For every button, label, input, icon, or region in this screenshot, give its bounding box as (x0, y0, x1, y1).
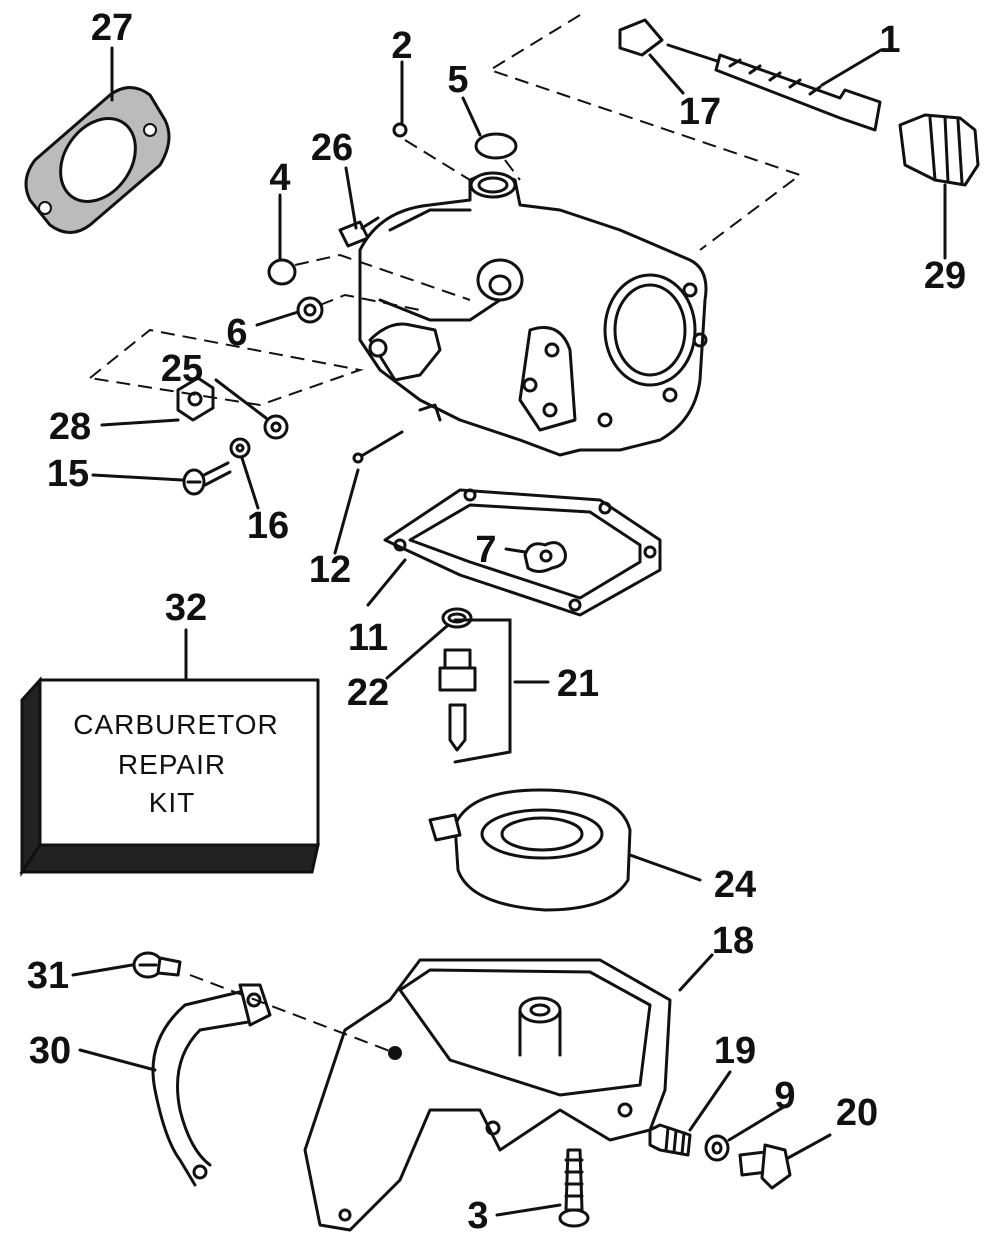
part-3-screw (558, 1148, 590, 1228)
callout-26: 26 (311, 127, 353, 169)
part-21-needle-seat (438, 618, 512, 764)
part-24-float (428, 788, 632, 912)
part-22-gasket (441, 607, 473, 629)
callout-18: 18 (712, 920, 754, 962)
part-30-clamp (151, 983, 272, 1187)
part-17-packing-nut (618, 18, 664, 57)
carburetor-body (358, 171, 708, 457)
callout-16: 16 (247, 505, 289, 547)
part-19-jet (648, 1123, 692, 1157)
callout-labels: 27 2 5 1 17 26 4 29 6 25 28 15 16 12 7 1… (27, 7, 966, 1237)
callout-27: 27 (91, 7, 133, 49)
part-7-screen (523, 541, 567, 573)
callout-9: 9 (774, 1075, 795, 1117)
callout-31: 31 (27, 955, 69, 997)
callout-11: 11 (348, 617, 388, 659)
part-2-ball (392, 122, 408, 138)
callout-6: 6 (226, 312, 247, 354)
part-16-washer (229, 437, 251, 459)
part-20-plug (738, 1143, 792, 1190)
part-29-knob (898, 113, 980, 187)
repair-kit-line1: CARBURETOR (73, 709, 279, 740)
part-32-repair-kit (19, 676, 320, 877)
part-1-needle-valve (666, 43, 882, 132)
part-12-pin (352, 430, 404, 464)
callout-7: 7 (475, 529, 496, 571)
callout-1: 1 (879, 19, 900, 61)
part-31-screw (132, 951, 182, 979)
callout-21: 21 (557, 663, 599, 705)
part-5-plug (474, 132, 518, 160)
callout-32: 32 (165, 587, 207, 629)
assembly-lines (87, 14, 803, 1054)
leader-lines (71, 46, 947, 1217)
callout-3: 3 (467, 1195, 488, 1237)
callout-17: 17 (679, 91, 721, 133)
part-18-float-bowl (303, 958, 672, 1232)
repair-kit-line2: REPAIR (118, 749, 226, 780)
callout-15: 15 (47, 453, 89, 495)
part-25-washer (263, 414, 289, 440)
callout-28: 28 (49, 406, 91, 448)
callout-20: 20 (836, 1092, 878, 1134)
part-28-nut (176, 376, 215, 422)
repair-kit-line3: KIT (149, 787, 196, 818)
part-15-screw (182, 461, 232, 496)
callout-19: 19 (714, 1030, 756, 1072)
callout-2: 2 (391, 25, 412, 67)
callout-24: 24 (714, 864, 756, 906)
part-27-flange-gasket (24, 86, 171, 234)
callout-29: 29 (924, 255, 966, 297)
callout-22: 22 (347, 672, 389, 714)
part-4-plug (267, 258, 297, 286)
part-9-washer (704, 1134, 730, 1162)
callout-25: 25 (161, 348, 203, 390)
callout-4: 4 (269, 157, 290, 199)
callout-5: 5 (447, 59, 468, 101)
callout-12: 12 (309, 549, 351, 591)
callout-30: 30 (29, 1030, 71, 1072)
part-6-lever (296, 296, 324, 324)
